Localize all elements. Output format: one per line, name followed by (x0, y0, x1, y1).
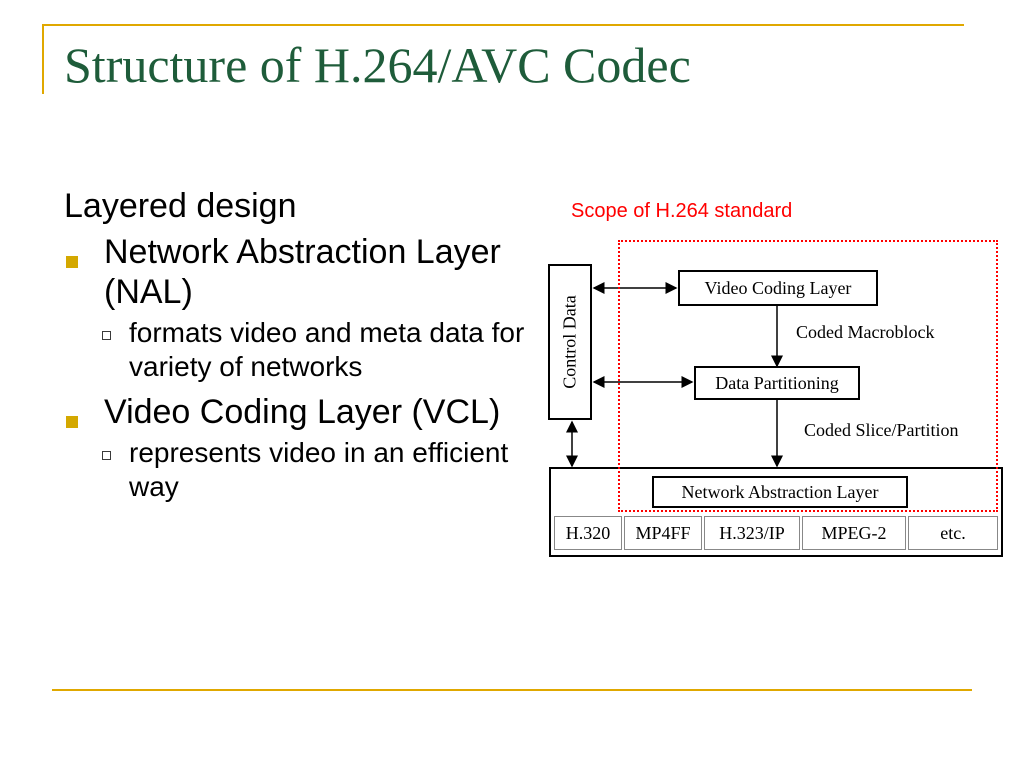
bullet-square-icon (66, 416, 78, 428)
network-abstraction-layer-box: Network Abstraction Layer (652, 476, 908, 508)
bullet-item-vcl: Video Coding Layer (VCL) (64, 392, 534, 432)
protocol-cell: MPEG-2 (802, 516, 906, 550)
sub-bullet-vcl: represents video in an efficient way (102, 436, 534, 504)
frame-bottom-line (52, 689, 972, 691)
protocol-cell: H.320 (554, 516, 622, 550)
protocol-cell: H.323/IP (704, 516, 800, 550)
bullet-text: Video Coding Layer (VCL) (104, 393, 501, 431)
sub-bullet-text: formats video and meta data for variety … (129, 317, 525, 382)
sub-bullet-text: represents video in an efficient way (129, 437, 509, 502)
coded-slice-partition-label: Coded Slice/Partition (804, 420, 959, 440)
frame-top-line (42, 24, 964, 26)
bullet-square-icon (66, 256, 78, 268)
bullet-item-nal: Network Abstraction Layer (NAL) (64, 232, 534, 312)
scope-label: Scope of H.264 standard (571, 200, 793, 222)
data-partitioning-box: Data Partitioning (694, 366, 860, 400)
codec-diagram: Control Data Video Coding Layer Coded Ma… (540, 230, 1010, 570)
video-coding-layer-box: Video Coding Layer (678, 270, 878, 306)
slide-title: Structure of H.264/AVC Codec (64, 37, 691, 93)
frame-left-line (42, 24, 44, 94)
control-data-box: Control Data (548, 264, 592, 420)
intro-text: Layered design (64, 187, 297, 225)
protocol-cell: MP4FF (624, 516, 702, 550)
protocol-cell: etc. (908, 516, 998, 550)
bullet-content: Layered design Network Abstraction Layer… (64, 184, 534, 512)
bullet-text: Network Abstraction Layer (NAL) (104, 233, 501, 311)
control-data-label: Control Data (559, 295, 580, 389)
checkbox-bullet-icon (102, 331, 111, 340)
sub-bullet-nal: formats video and meta data for variety … (102, 316, 534, 384)
coded-macroblock-label: Coded Macroblock (796, 322, 935, 342)
checkbox-bullet-icon (102, 451, 111, 460)
